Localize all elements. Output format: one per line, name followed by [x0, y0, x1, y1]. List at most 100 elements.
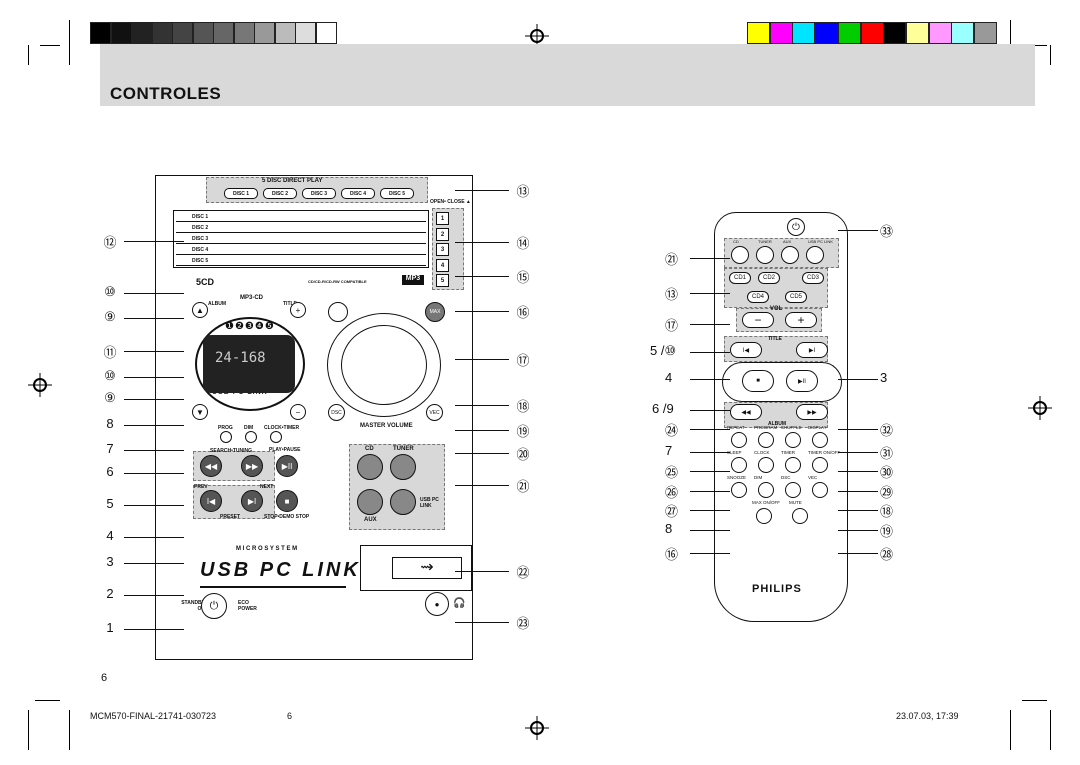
prog-button[interactable] — [220, 431, 232, 443]
album-up-button[interactable]: ▲ — [192, 302, 208, 318]
callout-leader — [690, 324, 730, 325]
remote-row3-button[interactable] — [812, 482, 828, 498]
play-pause-button[interactable]: ▶II — [276, 455, 298, 477]
grey-swatch — [172, 22, 193, 44]
remote-album-label: ALBUM — [768, 421, 787, 427]
remote-vol-down-button[interactable]: − — [742, 312, 774, 328]
remote-row3-button[interactable] — [758, 482, 774, 498]
remote-row3-label: VEC — [808, 475, 818, 480]
disc-2-button[interactable]: DISC 2 — [263, 188, 297, 199]
remote-row2-label: SLEEP — [727, 450, 742, 455]
remote-next-button[interactable]: ▶I — [796, 342, 828, 358]
unit-callout-left: ⑩ — [104, 284, 116, 299]
remote-cd5-button[interactable]: CD5 — [785, 291, 807, 303]
remote-row1-button[interactable] — [758, 432, 774, 448]
footer-file-name: MCM570-FINAL-21741-030723 — [90, 711, 217, 721]
remote-row1-label: REPEAT — [727, 425, 745, 430]
remote-source-button[interactable] — [731, 246, 749, 264]
grey-swatch — [274, 22, 296, 44]
remote-row2-button[interactable] — [785, 457, 801, 473]
callout-leader — [690, 379, 730, 380]
callout-leader — [455, 405, 509, 406]
remote-source-button[interactable] — [781, 246, 799, 264]
remote-row1-button[interactable] — [785, 432, 801, 448]
remote-forward-button[interactable]: ▶▶ — [796, 404, 828, 420]
remote-source-button[interactable] — [806, 246, 824, 264]
remote-prev-button[interactable]: I◀ — [730, 342, 762, 358]
remote-row2-button[interactable] — [731, 457, 747, 473]
clock-timer-button[interactable] — [270, 431, 282, 443]
prev-button[interactable]: I◀ — [200, 490, 222, 512]
album-down-button[interactable]: ▼ — [192, 404, 208, 420]
display-usb-label: USB PC LINK — [212, 389, 268, 396]
remote-cd4-button[interactable]: CD4 — [747, 291, 769, 303]
remote-stop-button[interactable]: ■ — [742, 370, 774, 392]
remote-row4-button[interactable] — [792, 508, 808, 524]
standby-power-button[interactable]: ⏻ — [201, 593, 227, 619]
tray-2-open-button[interactable]: 2 — [436, 227, 449, 241]
remote-row2-button[interactable] — [812, 457, 828, 473]
color-swatch — [792, 22, 816, 44]
tray-4-open-button[interactable]: 4 — [436, 258, 449, 272]
tuner-source-label: TUNER — [393, 446, 414, 452]
unit-callout-left: ⑩ — [104, 368, 116, 383]
crop-mark — [28, 45, 29, 65]
callout-leader — [455, 359, 509, 360]
tray-5-open-button[interactable]: 5 — [436, 274, 449, 287]
disc-4-button[interactable]: DISC 4 — [341, 188, 375, 199]
disc-3-button[interactable]: DISC 3 — [302, 188, 336, 199]
remote-row4-button[interactable] — [756, 508, 772, 524]
remote-vol-label: VOL — [770, 306, 783, 312]
callout-leader — [838, 491, 878, 492]
max-button[interactable]: MAX — [425, 302, 445, 322]
dim-button[interactable] — [245, 431, 257, 443]
usb-source-button[interactable] — [390, 489, 416, 515]
remote-rewind-button[interactable]: ◀◀ — [730, 404, 762, 420]
tuner-source-button[interactable] — [390, 454, 416, 480]
color-swatch — [928, 22, 952, 44]
aux-label: AUX — [364, 517, 377, 523]
remote-row1-button[interactable] — [812, 432, 828, 448]
title-minus-button[interactable]: − — [290, 404, 306, 420]
remote-cd1-button[interactable]: CD1 — [729, 272, 751, 284]
cd-source-button[interactable] — [357, 454, 383, 480]
remote-row3-button[interactable] — [785, 482, 801, 498]
remote-power-button[interactable]: ⏻ — [787, 218, 805, 236]
footer-page: 6 — [287, 711, 293, 721]
remote-row3-button[interactable] — [731, 482, 747, 498]
crop-mark — [1050, 45, 1051, 65]
remote-row2-button[interactable] — [758, 457, 774, 473]
callout-leader — [124, 595, 184, 596]
disc-5-button[interactable]: DISC 5 — [380, 188, 414, 199]
stop-button[interactable]: ■ — [276, 490, 298, 512]
tray-1-open-button[interactable]: 1 — [436, 212, 449, 225]
remote-row1-button[interactable] — [731, 432, 747, 448]
remote-source-button[interactable] — [756, 246, 774, 264]
album-label: ALBUM — [208, 301, 227, 307]
play-pause-label: PLAY•PAUSE — [269, 447, 301, 453]
remote-cd3-button[interactable]: CD3 — [802, 272, 824, 284]
next-button[interactable]: ▶I — [241, 490, 263, 512]
master-volume-knob[interactable] — [341, 325, 427, 405]
mp3-logo: MP3 — [402, 275, 424, 285]
dsc-button[interactable]: DSC — [328, 404, 345, 421]
callout-leader — [690, 429, 730, 430]
remote-vol-up-button[interactable]: + — [785, 312, 817, 328]
search-back-button[interactable]: ◀◀ — [200, 455, 222, 477]
grey-swatch — [90, 22, 111, 44]
disc-1-button[interactable]: DISC 1 — [224, 188, 258, 199]
tray-4-label: DISC 4 — [176, 245, 426, 255]
vec-button[interactable]: VEC — [426, 404, 443, 421]
usb-pc-link-logo: USB PC LINK — [200, 559, 361, 581]
unit-callout-right: ⑯ — [516, 305, 530, 320]
tray-3-open-button[interactable]: 3 — [436, 243, 449, 256]
registration-target-icon — [1028, 396, 1052, 420]
title-plus-button[interactable]: + — [290, 302, 306, 318]
remote-cd2-button[interactable]: CD2 — [758, 272, 780, 284]
stop-demo-label: STOP•DEMO STOP — [264, 514, 310, 520]
footer-timestamp: 23.07.03, 17:39 — [896, 711, 959, 721]
unit-callout-left: 7 — [106, 441, 114, 456]
search-forward-button[interactable]: ▶▶ — [241, 455, 263, 477]
remote-play-pause-button[interactable]: ▶II — [786, 370, 818, 392]
aux-source-button[interactable] — [357, 489, 383, 515]
